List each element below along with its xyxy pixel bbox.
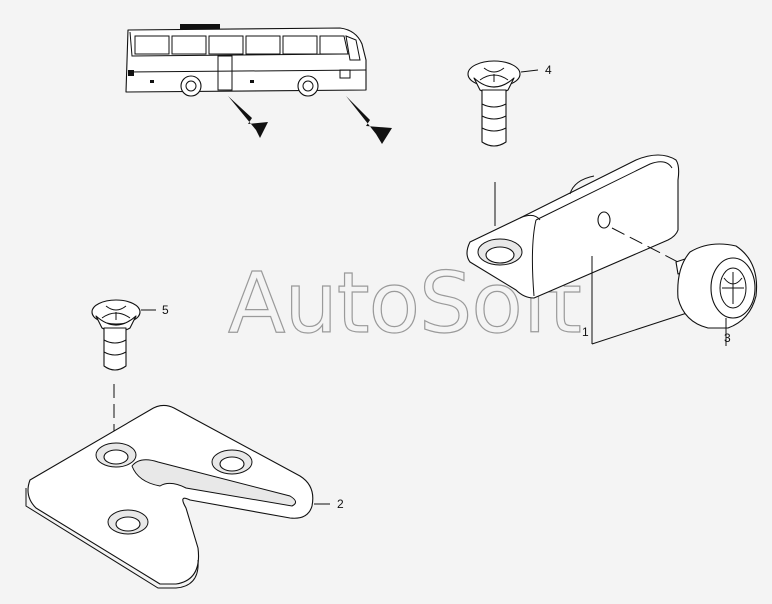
callout-5: 5 [162, 303, 169, 317]
screw-part-4 [467, 60, 539, 147]
assembly-line-3 [611, 227, 679, 263]
callout-4: 4 [545, 63, 552, 77]
plate-part-2 [25, 404, 330, 589]
location-arrow-left [228, 96, 268, 138]
bracket-part-1 [466, 154, 691, 345]
plug-part-3 [675, 243, 758, 346]
callout-2: 2 [337, 497, 344, 511]
location-arrow-right [346, 96, 392, 144]
callout-1: 1 [582, 325, 589, 339]
screw-part-5 [91, 299, 156, 371]
bus-illustration [125, 24, 367, 97]
callout-3: 3 [724, 331, 731, 345]
